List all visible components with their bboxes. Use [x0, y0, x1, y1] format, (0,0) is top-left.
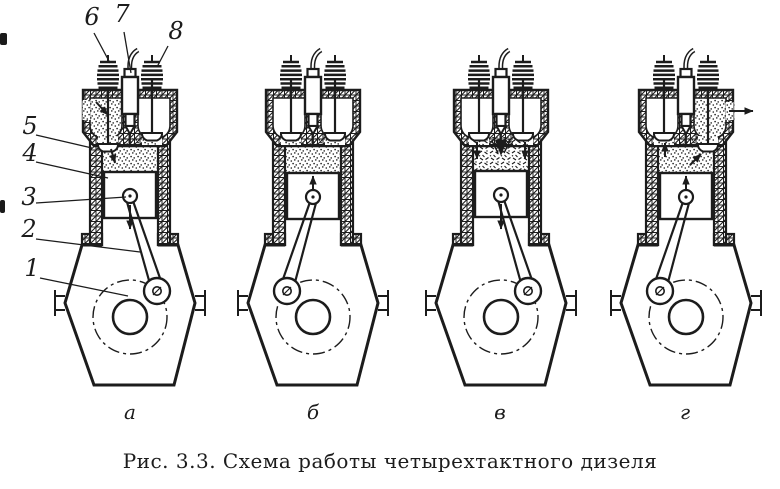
valve-spring: [466, 53, 492, 90]
charge-flow-arrow: [109, 148, 117, 164]
leader-line-3: [35, 196, 127, 204]
valve-spring: [651, 53, 677, 90]
connecting-rod: [653, 201, 691, 287]
figure-caption: Рис. 3.3. Схема работы четырехтактного д…: [122, 449, 658, 473]
callout-label-8: 8: [168, 17, 184, 45]
callout-label-3: 3: [21, 183, 37, 211]
valve-spring: [695, 53, 721, 90]
piston-pin: [677, 188, 695, 206]
panel-letter-g: г: [679, 400, 691, 424]
crank-pin: [272, 276, 302, 306]
engine-diagram-b: [236, 50, 390, 387]
leader-line-7: [123, 31, 132, 74]
piston-pin: [304, 188, 322, 206]
leader-line-8: [156, 45, 169, 68]
leader-line-1: [39, 277, 129, 297]
leader-line-5: [35, 134, 93, 149]
panel-letter-v: в: [494, 400, 506, 424]
callout-label-2: 2: [21, 215, 37, 243]
leader-line-6: [93, 32, 111, 64]
piston-pin: [492, 186, 510, 204]
injection-spray: [491, 140, 511, 156]
scan-artifact: [0, 33, 7, 45]
scan-artifact: [0, 200, 5, 213]
intake-flow-arrow: [95, 101, 109, 116]
valve-spring: [322, 53, 348, 90]
crank-pin: [645, 276, 675, 306]
flow-arrows: [661, 107, 754, 189]
callout-label-1: 1: [24, 254, 40, 282]
panel-letter-b: б: [306, 400, 320, 424]
flow-arrows: [95, 101, 134, 230]
leader-line-4: [35, 161, 109, 179]
piston-pin: [121, 187, 139, 205]
callout-leader-lines: [35, 31, 169, 297]
valve-spring: [278, 53, 304, 90]
leader-line-2: [35, 238, 141, 253]
valve-spring: [510, 53, 536, 90]
callout-label-4: 4: [22, 139, 38, 167]
connecting-rod: [280, 201, 318, 287]
engine-diagram-a: [53, 50, 207, 387]
panel-letter-a: а: [124, 400, 136, 424]
crank-pin: [513, 276, 543, 306]
callout-label-5: 5: [22, 112, 38, 140]
engine-diagram-v: [424, 50, 578, 387]
gas-flow-arrow: [689, 153, 702, 166]
flow-arrows: [473, 142, 529, 230]
engine-diagram-g: [609, 50, 763, 387]
callout-label-6: 6: [84, 3, 100, 31]
valve-spring: [139, 53, 165, 90]
callout-label-7: 7: [114, 0, 130, 28]
crank-pin: [142, 276, 172, 306]
